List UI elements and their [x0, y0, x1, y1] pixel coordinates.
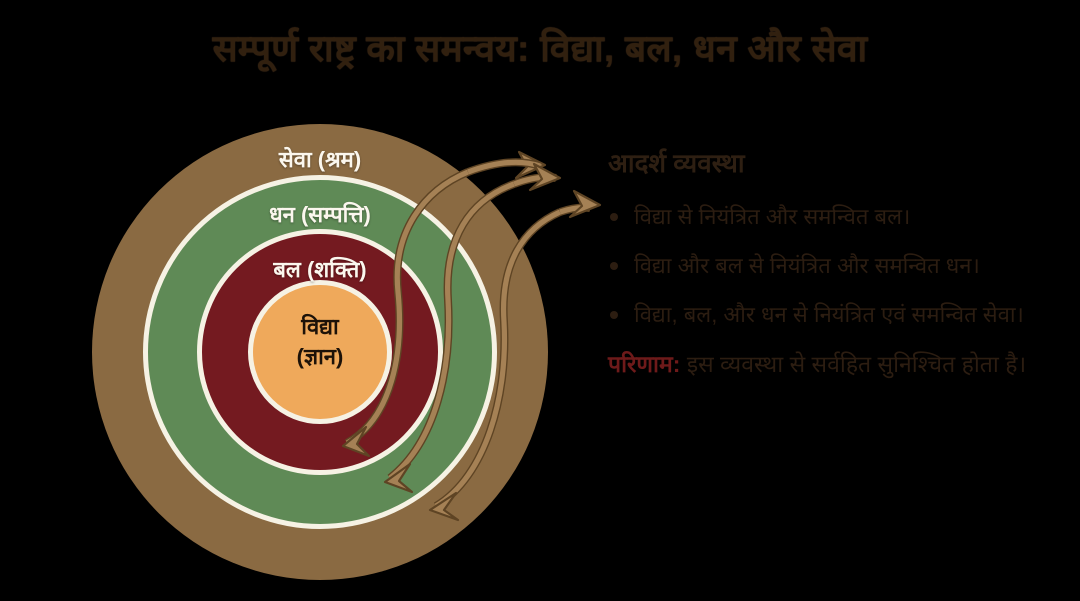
page-title: सम्पूर्ण राष्ट्र का समन्वय: विद्या, बल, … — [212, 28, 868, 69]
conclusion-text: परिणाम: इस व्यवस्था से सर्वहित सुनिश्चित… — [608, 347, 1028, 381]
list-item: विद्या से नियंत्रित और समन्वित बल। — [608, 200, 1044, 233]
conclusion-lead: परिणाम: — [608, 351, 681, 377]
list-item-text: विद्या और बल से नियंत्रित और समन्वित धन। — [634, 253, 980, 278]
ring-label-vidya-line1: विद्या — [301, 314, 339, 339]
bullet-list: विद्या से नियंत्रित और समन्वित बल। विद्य… — [608, 200, 1058, 331]
concentric-rings-diagram: सेवा (श्रम) धन (सम्पत्ति) बल (शक्ति) विद… — [92, 124, 548, 580]
bullet-dot-icon — [610, 311, 618, 319]
list-item: विद्या और बल से नियंत्रित और समन्वित धन। — [608, 249, 1044, 282]
right-text-panel: आदर्श व्यवस्था विद्या से नियंत्रित और सम… — [608, 146, 1058, 381]
ring-label-dhan: धन (सम्पत्ति) — [269, 202, 371, 227]
bullet-dot-icon — [610, 213, 618, 221]
panel-heading: आदर्श व्यवस्था — [608, 148, 745, 178]
list-item-text: विद्या, बल, और धन से नियंत्रित एवं समन्व… — [634, 302, 1024, 327]
ring-label-vidya-line2: (ज्ञान) — [296, 344, 344, 369]
conclusion-rest: इस व्यवस्था से सर्वहित सुनिश्चित होता है… — [680, 351, 1027, 377]
list-item: विद्या, बल, और धन से नियंत्रित एवं समन्व… — [608, 298, 1044, 331]
ring-label-vidya: विद्या (ज्ञान) — [248, 312, 392, 372]
ring-label-bal: बल (शक्ति) — [273, 257, 367, 282]
ring-label-seva: सेवा (श्रम) — [278, 147, 362, 172]
list-item-text: विद्या से नियंत्रित और समन्वित बल। — [634, 204, 911, 229]
bullet-dot-icon — [610, 262, 618, 270]
